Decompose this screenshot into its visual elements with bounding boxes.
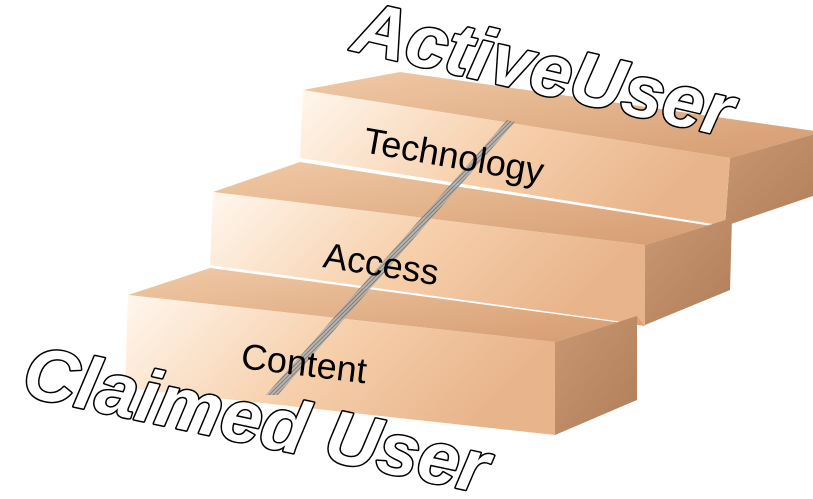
- step-content-top-face: [128, 268, 645, 342]
- step-technology: [300, 72, 813, 226]
- step-access-side-face: [645, 218, 732, 325]
- step-technology-front-face: [300, 90, 730, 226]
- step-technology-side-face: [725, 134, 813, 226]
- step-content-front-face: [125, 295, 555, 435]
- step-access: [210, 162, 732, 325]
- diagonal-stripe: [266, 120, 515, 395]
- step-technology-top-face: [303, 72, 813, 158]
- step-access-top-face: [213, 162, 732, 245]
- step-content-side-face: [555, 316, 637, 435]
- step-content: [125, 268, 645, 435]
- step-access-front-face: [210, 192, 645, 325]
